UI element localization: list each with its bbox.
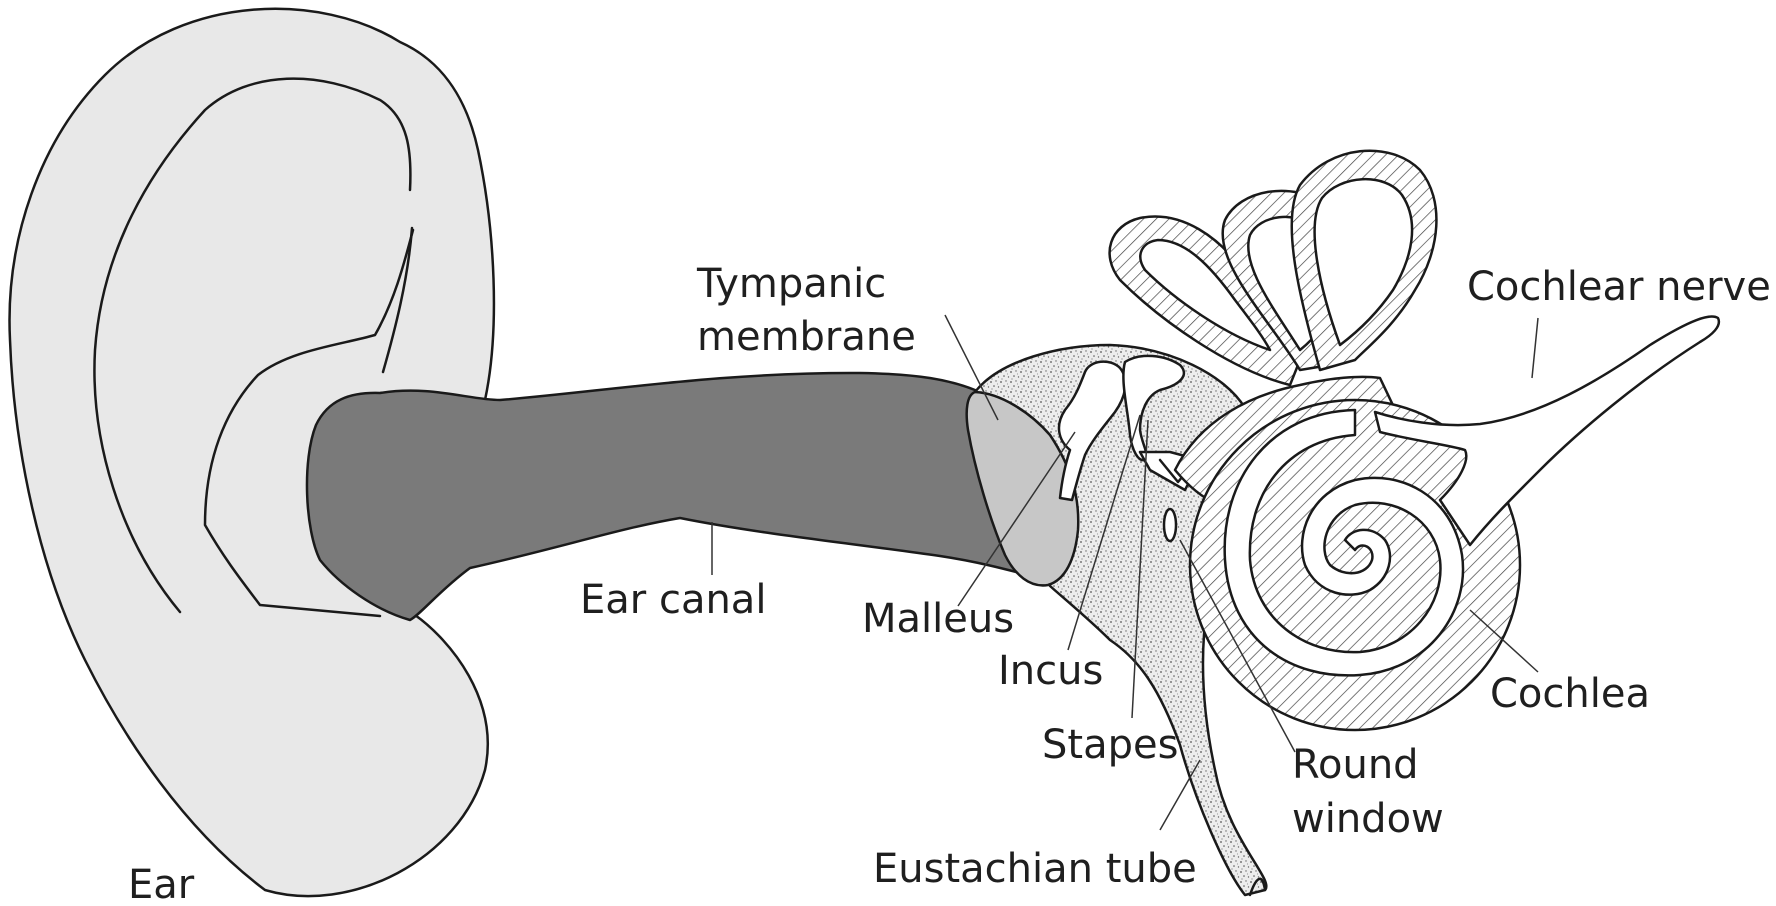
leader-cochlear-nerve [1532, 318, 1538, 378]
label-round-window-line2: window [1292, 796, 1444, 842]
label-eustachian-tube: Eustachian tube [873, 846, 1197, 892]
label-stapes: Stapes [1042, 722, 1178, 768]
label-incus: Incus [998, 648, 1103, 694]
semicircular-canals [1110, 151, 1437, 385]
round-window-shape [1164, 509, 1176, 541]
leader-eustachian [1160, 760, 1200, 830]
label-cochlear-nerve: Cochlear nerve [1467, 264, 1771, 310]
label-round-window-line1: Round [1292, 742, 1419, 788]
label-tympanic-line1: Tympanic [696, 261, 886, 307]
label-malleus: Malleus [862, 596, 1014, 642]
label-ear-canal: Ear canal [580, 577, 766, 623]
label-cochlea: Cochlea [1490, 671, 1650, 717]
label-tympanic-line2: membrane [697, 314, 916, 360]
label-ear: Ear [128, 862, 195, 906]
